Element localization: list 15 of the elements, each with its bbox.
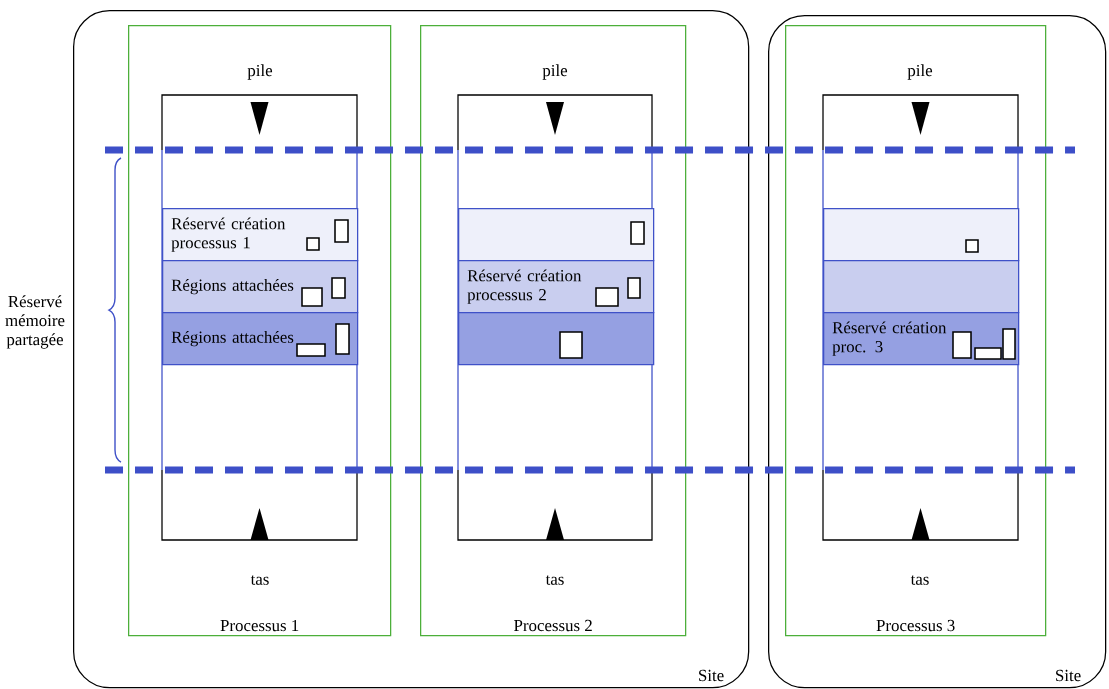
text-label: tas (250, 575, 269, 585)
text-label: tas (910, 575, 929, 585)
text-label: Réservé mémoire partagée (5, 295, 65, 349)
memory-region-band: Régions attachées (162, 260, 359, 314)
memory-region-band: Réservé création processus 2 (458, 260, 655, 314)
memory-region-band (458, 312, 655, 366)
memory-region-band (823, 208, 1020, 262)
memory-region-band: Réservé création processus 1 (162, 208, 359, 262)
text-label: tas (545, 575, 564, 585)
memory-region-band: Régions attachées (162, 312, 359, 366)
text-label: pile (907, 64, 933, 80)
memory-region-band (823, 260, 1020, 314)
text-label: pile (247, 64, 273, 80)
memory-region-band (458, 208, 655, 262)
text-label: pile (542, 64, 568, 80)
